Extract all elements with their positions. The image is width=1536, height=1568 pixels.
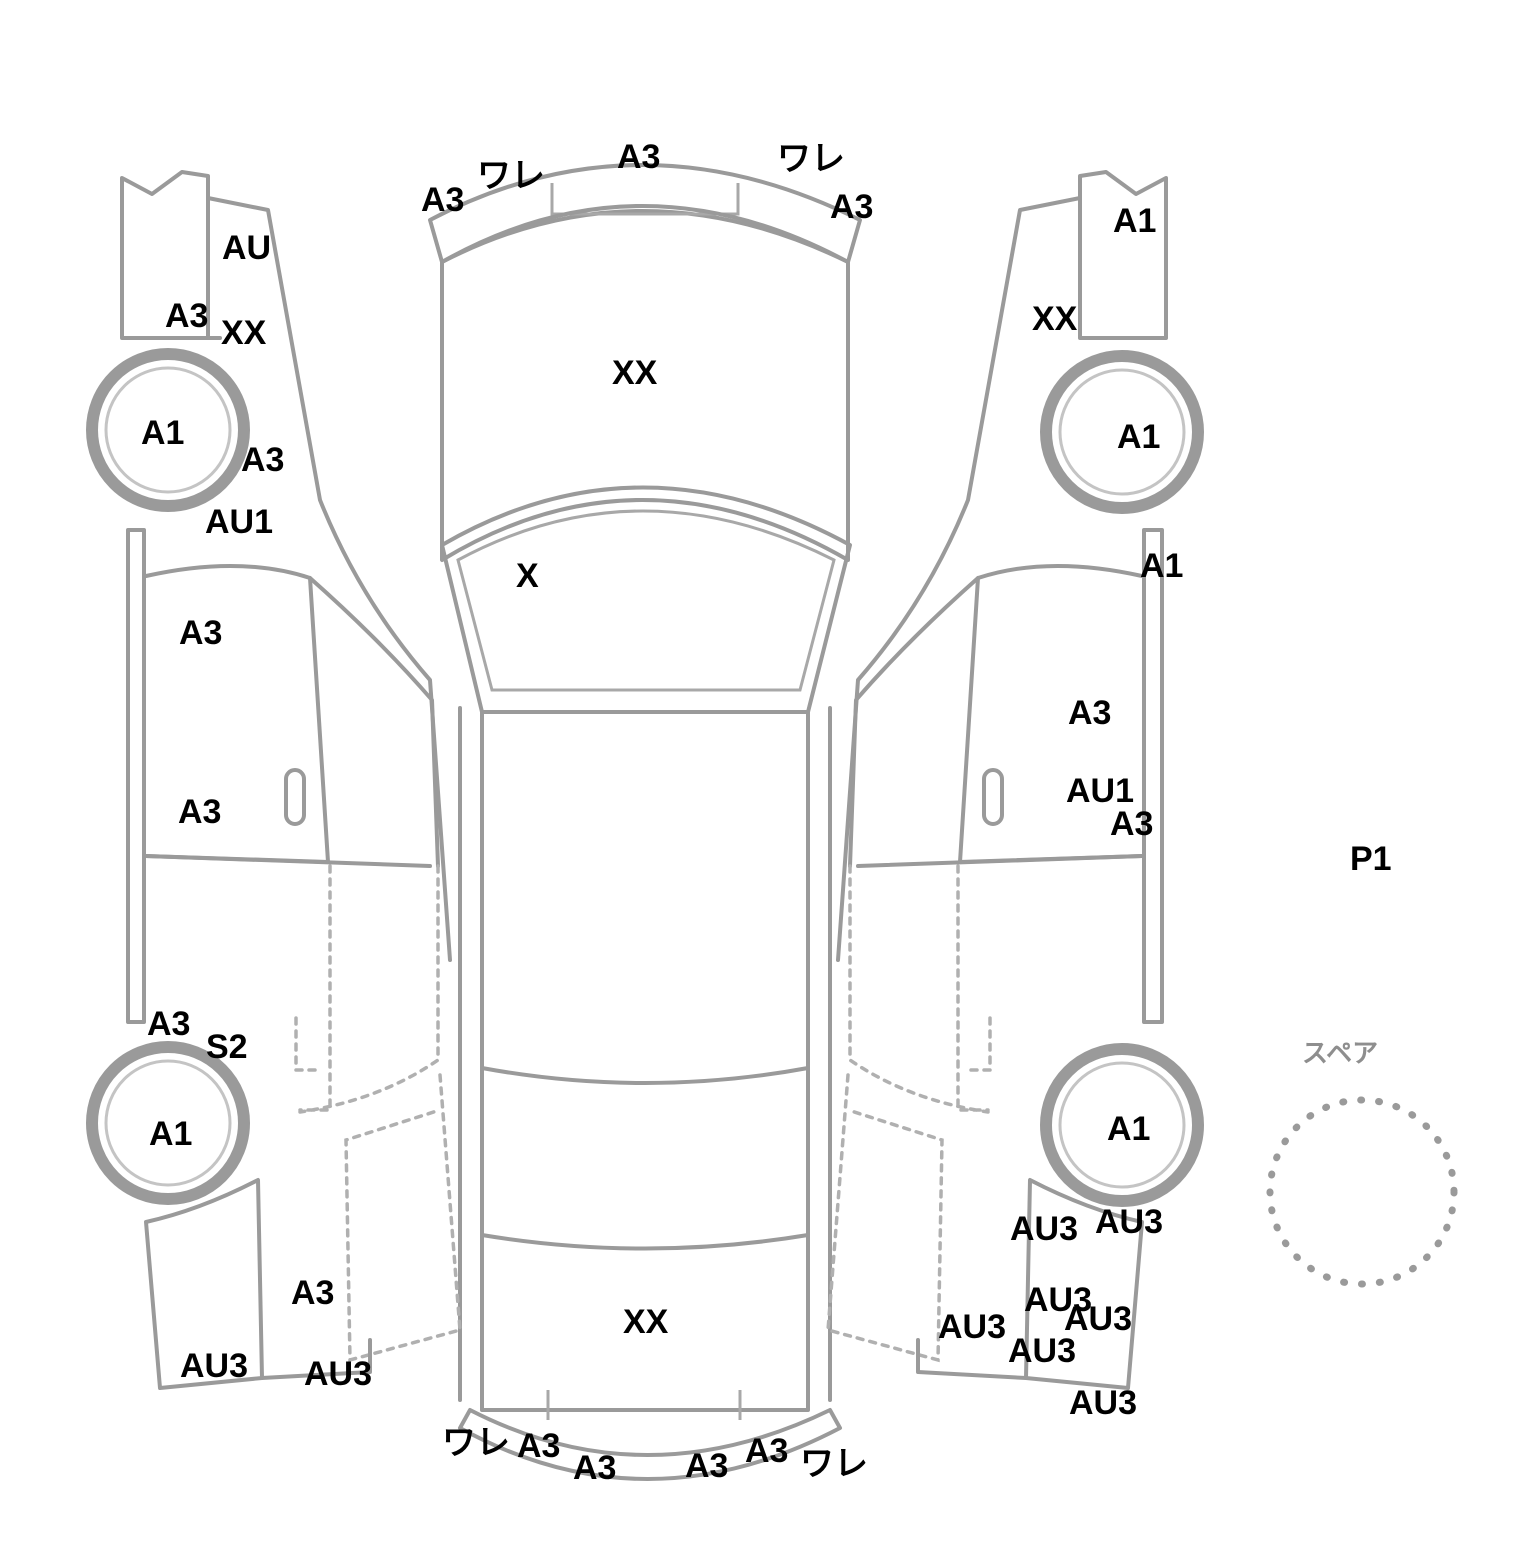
mark-right-quarter-au3-a: AU3 bbox=[1010, 1210, 1078, 1248]
right-front-tire bbox=[1040, 350, 1204, 514]
right-pillar-strip bbox=[1142, 528, 1164, 1024]
mark-right-quarter-au3-e: AU3 bbox=[938, 1308, 1006, 1346]
damage-marks: ワレ A3 A3 ワレ A3 XX X XX ワレ A3 A3 A3 A3 ワレ… bbox=[141, 138, 1392, 1487]
right-door-handle bbox=[982, 768, 1004, 826]
front-bumper-outline bbox=[428, 163, 862, 264]
mark-left-front-door: A3 bbox=[179, 614, 222, 652]
mark-left-quarter-au3-b: AU3 bbox=[304, 1355, 372, 1393]
mark-rear-bumper-cl: A3 bbox=[573, 1449, 616, 1487]
mark-right-quarter-au3-f: AU3 bbox=[1008, 1332, 1076, 1370]
left-door-separator bbox=[144, 854, 432, 868]
mark-right-front-wheel: A1 bbox=[1117, 418, 1160, 456]
right-front-fender-outline bbox=[1078, 170, 1168, 340]
left-front-door-outline bbox=[144, 563, 330, 864]
right-rear-tire bbox=[1040, 1043, 1204, 1207]
mark-right-quarter-au3-g: AU3 bbox=[1069, 1384, 1137, 1422]
right-front-rim bbox=[1058, 368, 1186, 496]
right-hood-line bbox=[836, 196, 1082, 962]
mark-left-front-wheel: A1 bbox=[141, 414, 184, 452]
mark-right-quarter-au3-d: AU3 bbox=[1064, 1300, 1132, 1338]
mark-left-fender-a3: A3 bbox=[165, 297, 208, 335]
windshield-glass bbox=[456, 509, 836, 692]
mark-left-rear-door: A3 bbox=[178, 793, 221, 831]
spare-tire-circle bbox=[1266, 1096, 1458, 1288]
spare-tire-label: スペア bbox=[1302, 1039, 1378, 1069]
left-front-rim bbox=[104, 366, 232, 494]
mark-rear-bumper-cr: A3 bbox=[685, 1447, 728, 1485]
cabin-outline bbox=[480, 710, 810, 1412]
mark-left-rocker-s2: S2 bbox=[206, 1028, 248, 1066]
rear-bumper-outline bbox=[458, 1408, 842, 1481]
mark-left-fender-top: AU bbox=[222, 229, 271, 267]
right-quarter-hidden bbox=[826, 1073, 944, 1363]
mark-front-bumper-c: A3 bbox=[617, 138, 660, 176]
mark-front-bumper-r: A3 bbox=[830, 188, 873, 226]
right-rear-quarter-outline bbox=[1024, 1178, 1144, 1390]
left-rear-bumper-line bbox=[260, 1338, 372, 1380]
mark-right-fender-top: A1 bbox=[1113, 202, 1156, 240]
mark-hood: XX bbox=[612, 354, 658, 392]
mark-trunk: XX bbox=[623, 1303, 669, 1341]
right-rear-door-top bbox=[848, 576, 980, 868]
left-rear-door-hidden bbox=[298, 864, 440, 1114]
rear-window-bottom-line bbox=[480, 1233, 810, 1251]
mark-left-fender-xx: XX bbox=[221, 314, 267, 352]
mark-right-fender-xx: XX bbox=[1032, 300, 1078, 338]
mark-right-rear-wheel: A1 bbox=[1107, 1110, 1150, 1148]
left-front-fender-outline bbox=[120, 170, 210, 340]
mark-front-bumper-l: A3 bbox=[421, 181, 464, 219]
left-quarter-hidden bbox=[344, 1073, 462, 1363]
mark-left-quarter-au3-a: AU3 bbox=[180, 1347, 248, 1385]
spare-tire: スペア bbox=[1266, 1039, 1458, 1288]
right-rocker-hidden bbox=[966, 1016, 992, 1072]
mark-left-rear-wheel: A1 bbox=[149, 1115, 192, 1153]
left-hood-line bbox=[206, 196, 452, 962]
left-rear-quarter-outline bbox=[144, 1178, 264, 1390]
front-grille bbox=[550, 183, 740, 216]
right-rear-bumper-line bbox=[916, 1338, 1028, 1380]
right-rear-door-hidden bbox=[848, 864, 990, 1114]
mark-windshield: X bbox=[516, 557, 539, 595]
mark-spare-tire: P1 bbox=[1350, 840, 1392, 878]
mark-rear-bumper-l-crack: ワレ bbox=[442, 1424, 510, 1462]
mark-front-bumper-l-crack: ワレ bbox=[477, 157, 545, 195]
windshield-outline bbox=[440, 485, 852, 714]
left-rear-door-top bbox=[308, 576, 440, 868]
mark-rear-bumper-r: A3 bbox=[745, 1432, 788, 1470]
left-door-handle bbox=[284, 768, 306, 826]
car-right-side bbox=[826, 170, 1204, 1390]
mark-left-quarter-a3: A3 bbox=[291, 1274, 334, 1312]
left-rocker-hidden bbox=[294, 1016, 322, 1072]
left-front-tire bbox=[86, 348, 250, 512]
left-rear-tire bbox=[86, 1041, 250, 1205]
mark-right-rear-door-au1: AU1 bbox=[1066, 772, 1134, 810]
rear-bumper-inner bbox=[546, 1390, 742, 1420]
mark-left-fender-au1: AU1 bbox=[205, 503, 273, 541]
left-rear-rim bbox=[104, 1059, 232, 1187]
mark-right-front-door: A3 bbox=[1068, 694, 1111, 732]
mark-left-fender-lower: A3 bbox=[241, 441, 284, 479]
rear-window-top-line bbox=[480, 1066, 810, 1085]
right-door-separator bbox=[856, 854, 1144, 868]
mark-rear-bumper-l: A3 bbox=[517, 1427, 560, 1465]
mark-right-quarter-au3-b: AU3 bbox=[1095, 1203, 1163, 1241]
mark-right-quarter-au3-c: AU3 bbox=[1024, 1281, 1092, 1319]
mark-right-rear-door-a3: A3 bbox=[1110, 805, 1153, 843]
mark-rear-bumper-r-crack: ワレ bbox=[800, 1445, 868, 1483]
left-pillar-strip bbox=[126, 528, 146, 1024]
car-left-side bbox=[86, 170, 462, 1390]
mark-front-bumper-r-crack: ワレ bbox=[777, 140, 845, 178]
right-rear-rim bbox=[1058, 1061, 1186, 1189]
mark-left-rocker: A3 bbox=[147, 1005, 190, 1043]
mark-right-pillar: A1 bbox=[1140, 547, 1183, 585]
